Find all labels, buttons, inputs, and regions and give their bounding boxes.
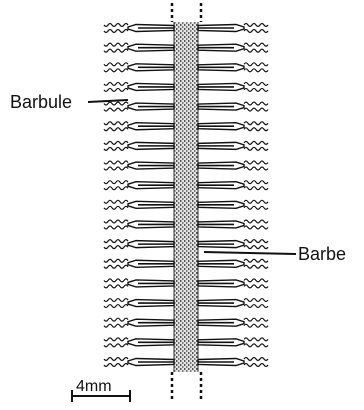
- left-barbule-tip: [104, 358, 128, 361]
- left-barbule-tip: [104, 63, 128, 66]
- right-barbule-tip: [244, 338, 268, 341]
- left-barbule-tip: [104, 344, 128, 347]
- right-barbule-tip: [244, 69, 268, 72]
- right-barbule-tip: [244, 63, 268, 66]
- scale-label: 4mm: [76, 378, 112, 395]
- right-barbule-tip: [244, 122, 268, 125]
- left-barbule-tip: [104, 206, 128, 209]
- right-barbule-tip: [244, 285, 268, 288]
- right-barbule-tip: [244, 181, 268, 184]
- left-barbule-tip: [104, 161, 128, 164]
- left-barbule-tip: [104, 240, 128, 243]
- right-barbule-tip: [244, 358, 268, 361]
- left-barbule-tip: [104, 147, 128, 150]
- right-barbule-tip: [244, 364, 268, 367]
- right-barbule-tip: [244, 49, 268, 52]
- left-barbule-tip: [104, 246, 128, 249]
- left-barbule-tip: [104, 69, 128, 72]
- left-barbule-tip: [104, 324, 128, 327]
- barbule-pointer-line: [88, 100, 128, 102]
- left-barbule-tip: [104, 318, 128, 321]
- left-barbule-tip: [104, 108, 128, 111]
- left-barbule-tip: [104, 259, 128, 262]
- left-barbule-tip: [104, 220, 128, 223]
- left-barbule-tip: [104, 128, 128, 131]
- right-barbule-tip: [244, 220, 268, 223]
- left-barbule-tip: [104, 187, 128, 190]
- barbe-label: Barbe: [298, 244, 346, 264]
- left-barbule-tip: [104, 299, 128, 302]
- left-barbule-tip: [104, 285, 128, 288]
- rachis-shaft: [174, 22, 198, 372]
- right-barbule-tip: [244, 43, 268, 46]
- left-barbule-tip: [104, 102, 128, 105]
- right-barbule-tip: [244, 299, 268, 302]
- left-barbule-tip: [104, 265, 128, 268]
- scale-bar: 4mm: [72, 378, 130, 402]
- rachis: [172, 3, 201, 400]
- left-barbule-tip: [104, 279, 128, 282]
- right-barbule-tip: [244, 24, 268, 27]
- right-barbule-tip: [244, 141, 268, 144]
- right-barbule-tip: [244, 187, 268, 190]
- right-barbule-tip: [244, 206, 268, 209]
- left-barbule-tip: [104, 167, 128, 170]
- right-barbule-tip: [244, 102, 268, 105]
- barbule-label: Barbule: [10, 92, 72, 112]
- left-barbule-tip: [104, 122, 128, 125]
- right-barbule-tip: [244, 147, 268, 150]
- right-barbule-tip: [244, 200, 268, 203]
- left-barbule-tip: [104, 141, 128, 144]
- right-barbule-tip: [244, 88, 268, 91]
- right-barbule-tip: [244, 30, 268, 33]
- right-barbule-tip: [244, 108, 268, 111]
- right-barbule-tip: [244, 324, 268, 327]
- left-barbule-tip: [104, 82, 128, 85]
- barbe-pointer-line: [204, 252, 296, 254]
- right-barbule-tip: [244, 265, 268, 268]
- right-barbule-tip: [244, 226, 268, 229]
- right-barbule-tip: [244, 82, 268, 85]
- right-barbule-tip: [244, 279, 268, 282]
- left-barbule-tip: [104, 24, 128, 27]
- left-barbule-tip: [104, 305, 128, 308]
- left-barbule-tip: [104, 364, 128, 367]
- right-barbule-tip: [244, 128, 268, 131]
- right-barbule-tip: [244, 259, 268, 262]
- right-barbule-tip: [244, 246, 268, 249]
- left-barbule-tip: [104, 181, 128, 184]
- left-barbule-tip: [104, 30, 128, 33]
- left-barbule-tip: [104, 43, 128, 46]
- right-barbule-tip: [244, 240, 268, 243]
- right-barbule-tip: [244, 161, 268, 164]
- left-barbule-tip: [104, 226, 128, 229]
- left-barbule-tip: [104, 88, 128, 91]
- left-barbule-tip: [104, 49, 128, 52]
- right-barbule-tip: [244, 318, 268, 321]
- left-barbule-tip: [104, 338, 128, 341]
- left-barbule-tip: [104, 200, 128, 203]
- right-barbule-tip: [244, 167, 268, 170]
- right-barbule-tip: [244, 344, 268, 347]
- right-barbule-tip: [244, 305, 268, 308]
